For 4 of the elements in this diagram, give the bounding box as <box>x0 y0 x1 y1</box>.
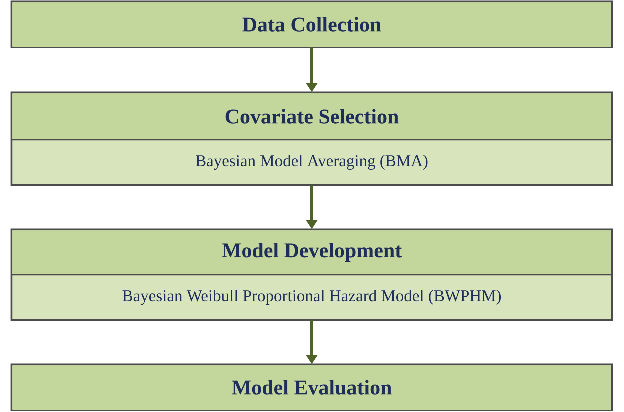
process-box: Model Evaluation <box>10 364 614 412</box>
process-box: Data Collection <box>10 0 614 48</box>
process-box: Model Development Bayesian Weibull Proportional Hazard Model (BWPHM) <box>10 228 614 322</box>
process-box: Covariate Selection Bayesian Model Averaging (BMA) <box>10 92 614 186</box>
